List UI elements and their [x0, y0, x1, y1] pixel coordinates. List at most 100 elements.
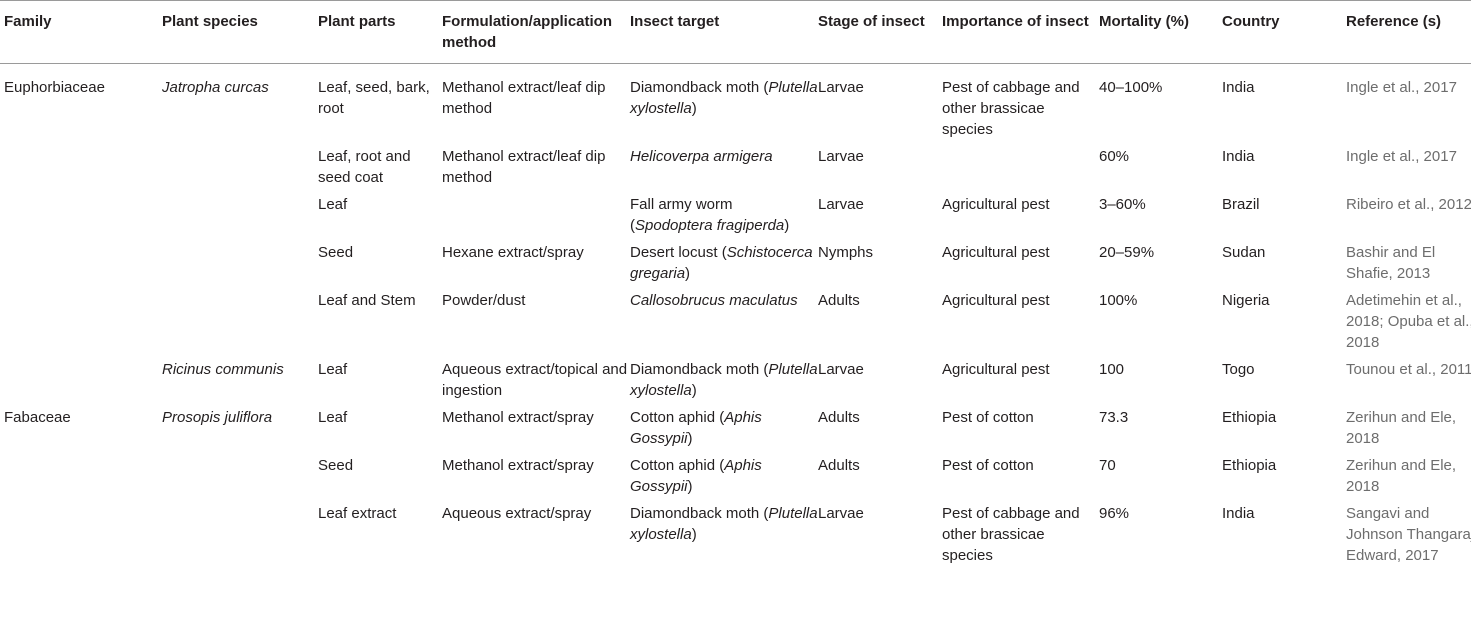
insect-common-name: Cotton aphid ( — [630, 457, 725, 474]
header-mortality: Mortality (%) — [1099, 0, 1222, 64]
insect-target-cell: Fall army worm (Spodoptera fragiperda) — [630, 194, 818, 242]
stage-cell: Adults — [818, 292, 860, 309]
importance-cell: Agricultural pest — [942, 361, 1050, 378]
table-row: Leaf extract Aqueous extract/spray Diamond… — [0, 503, 1471, 572]
plant-parts-cell: Leaf — [318, 196, 348, 213]
reference-cell: Tounou et al., 2011 — [1346, 361, 1471, 378]
country-cell: India — [1222, 148, 1255, 165]
importance-cell: Pest of cabbage and other brassicae spec… — [942, 505, 1080, 564]
insect-common-name: Diamondback moth ( — [630, 505, 769, 522]
header-country: Country — [1222, 0, 1346, 64]
importance-cell: Agricultural pest — [942, 196, 1050, 213]
table-row: Seed Methanol extract/spray Cotton aphid (… — [0, 455, 1471, 503]
plant-parts-cell: Leaf — [318, 361, 348, 378]
reference-cell: Ribeiro et al., 2012 — [1346, 196, 1471, 213]
country-cell: Sudan — [1222, 244, 1266, 261]
plant-species-cell: Jatropha curcas — [162, 79, 269, 96]
insect-target-cell: Diamondback moth (Plutella xylostella) — [630, 359, 818, 407]
reference-cell: Zerihun and Ele, 2018 — [1346, 457, 1457, 495]
plant-parts-cell: Leaf — [318, 409, 348, 426]
header-plant-species: Plant species — [162, 0, 318, 64]
importance-cell — [942, 146, 1099, 194]
stage-cell: Larvae — [818, 361, 864, 378]
insect-scientific-name: Callosobrucus maculatus — [630, 292, 798, 309]
formulation-cell: Methanol extract/leaf dip method — [442, 79, 606, 117]
formulation-cell: Methanol extract/leaf dip method — [442, 148, 606, 186]
header-plant-parts: Plant parts — [318, 0, 442, 64]
importance-cell: Agricultural pest — [942, 244, 1050, 261]
plant-parts-cell: Seed — [318, 457, 354, 474]
country-cell: Nigeria — [1222, 292, 1270, 309]
reference-cell: Adetimehin et al., 2018; Opuba et al., 2… — [1346, 292, 1471, 351]
country-cell: India — [1222, 505, 1255, 522]
table-header: Family Plant species Plant parts Formula… — [0, 0, 1471, 64]
family-cell — [0, 359, 162, 407]
table-row: Leaf Fall army worm (Spodoptera fragiperd… — [0, 194, 1471, 242]
stage-cell: Larvae — [818, 196, 864, 213]
plant-parts-cell: Leaf and Stem — [318, 292, 416, 309]
insect-scientific-name: Helicoverpa armigera — [630, 148, 773, 165]
insect-name-close: ) — [691, 100, 697, 117]
formulation-cell: Aqueous extract/spray — [442, 505, 592, 522]
insect-name-close: ) — [691, 526, 697, 543]
stage-cell: Larvae — [818, 505, 864, 522]
reference-cell: Bashir and El Shafie, 2013 — [1346, 244, 1436, 282]
family-cell — [0, 194, 162, 242]
formulation-cell: Aqueous extract/topical and ingestion — [442, 361, 628, 399]
insect-scientific-name: Plutella xylostella — [630, 361, 818, 399]
insect-name-close: ) — [687, 478, 693, 495]
mortality-cell: 20–59% — [1099, 244, 1155, 261]
plant-parts-cell: Seed — [318, 244, 354, 261]
family-cell: Fabaceae — [4, 409, 71, 426]
header-insect-target: Insect target — [630, 0, 818, 64]
importance-cell: Pest of cotton — [942, 457, 1034, 474]
plant-species-cell — [162, 194, 318, 242]
plant-species-cell — [162, 146, 318, 194]
reference-cell: Zerihun and Ele, 2018 — [1346, 409, 1457, 447]
insect-scientific-name: Schistocerca gregaria — [630, 244, 813, 282]
mortality-cell: 70 — [1099, 457, 1116, 474]
plant-species-cell — [162, 455, 318, 503]
country-cell: Ethiopia — [1222, 409, 1277, 426]
family-cell — [0, 146, 162, 194]
reference-cell: Ingle et al., 2017 — [1346, 79, 1457, 96]
stage-cell: Adults — [818, 457, 860, 474]
formulation-cell: Methanol extract/spray — [442, 457, 594, 474]
mortality-cell: 100 — [1099, 361, 1125, 378]
header-row: Family Plant species Plant parts Formula… — [0, 0, 1471, 64]
insect-common-name: Fall army worm ( — [630, 196, 733, 234]
country-cell: Togo — [1222, 361, 1255, 378]
stage-cell: Nymphs — [818, 244, 874, 261]
header-family: Family — [0, 0, 162, 64]
insect-scientific-name: Spodoptera fragiperda — [635, 217, 785, 234]
importance-cell: Pest of cotton — [942, 409, 1034, 426]
insect-common-name: Diamondback moth ( — [630, 361, 769, 378]
insect-scientific-name: Aphis Gossypii — [630, 457, 762, 495]
insect-common-name: Desert locust ( — [630, 244, 727, 261]
insect-target-cell: Cotton aphid (Aphis Gossypii) — [630, 455, 818, 503]
insect-name-close: ) — [691, 382, 697, 399]
insect-common-name: Cotton aphid ( — [630, 409, 725, 426]
data-table: Family Plant species Plant parts Formula… — [0, 0, 1471, 573]
plant-parts-cell: Leaf, seed, bark, root — [318, 79, 430, 117]
reference-cell: Ingle et al., 2017 — [1346, 148, 1457, 165]
family-cell — [0, 503, 162, 572]
insect-scientific-name: Plutella xylostella — [630, 79, 818, 117]
header-stage: Stage of insect — [818, 0, 942, 64]
stage-cell: Adults — [818, 409, 860, 426]
mortality-cell: 73.3 — [1099, 409, 1129, 426]
country-cell: Ethiopia — [1222, 457, 1277, 474]
mortality-cell: 96% — [1099, 505, 1130, 522]
stage-cell: Larvae — [818, 79, 864, 96]
insect-target-cell: Callosobrucus maculatus — [630, 290, 818, 359]
plant-parts-cell: Leaf extract — [318, 505, 397, 522]
country-cell: Brazil — [1222, 196, 1260, 213]
insect-name-close: ) — [784, 217, 790, 234]
formulation-cell: Hexane extract/spray — [442, 244, 584, 261]
